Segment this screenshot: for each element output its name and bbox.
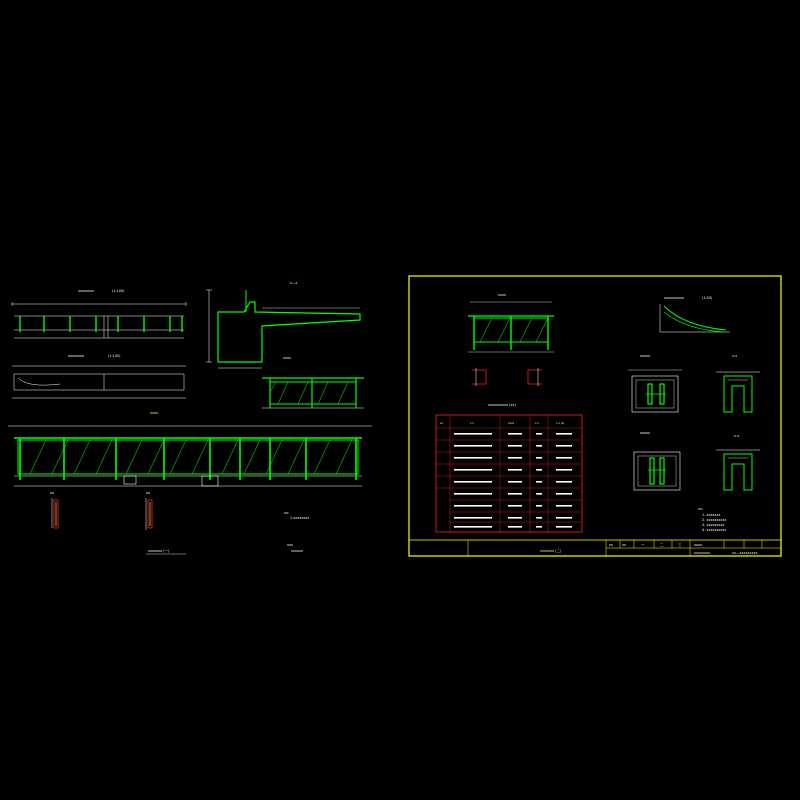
section-b-title: xxxxx [640,431,650,435]
left-sheet: xxxxxxxx (1:100) xxxxxxxx (1:100) [8,281,372,555]
elevation-view [11,302,187,339]
detail-view-title: xxxx [283,356,291,360]
curve-view-scale: (1:50) [702,296,713,300]
right-notes: xx: 1. xxxxxxx 2. xxxxxxxxxx 3. xxxxxxxx… [698,507,726,532]
table-header-4: x x (x) [556,421,564,425]
right-elevation [468,301,554,353]
table-title: xxxxxxxxxx (xx) [488,403,516,407]
title-cell-4: 三 [678,543,682,547]
elevation-view-scale: (1:100) [112,289,125,293]
left-note-text: 1.xxxxxxxx [290,516,309,520]
elevation-view-title: xxxxxxxx [78,289,94,293]
section-a-title: x-x [732,354,737,358]
right-sheet-frame [408,275,782,557]
curve-view-title: xxxxxxxxxx [664,296,684,300]
left-sheet-title: xxxxxxx (一) [148,549,170,553]
red-section-right [527,368,542,386]
plan-view-title: xxxxxxxx [68,354,84,358]
section-c [716,449,760,491]
section-c-title: x-x [734,434,739,438]
right-note-3: 3. xxxxxxxxx [702,523,724,527]
project-name: xxxxxxxx [694,551,710,555]
detail-panel [262,377,364,409]
right-sheet: xxxx xxxxxxxxxx (xx) [408,275,782,557]
curve-view [659,304,730,333]
cantilever-section: x—x [206,281,361,369]
red-section-left [472,368,487,386]
right-note-2: 2. xxxxxxxxxx [702,518,726,522]
drawing-title: xxxxxxx (二) [540,549,562,553]
title-cell-5: xxxx [694,543,702,547]
title-cell-1: xx [622,543,626,547]
drawing-name: xx—xxxxxxxxx [732,551,757,555]
right-note-0: xx: [698,507,703,511]
title-block: xx xx 一 二 三 xxxx xxxxxxx (二) xxxxxxxx xx… [409,539,781,556]
section-a [716,371,760,413]
detail-b: xx [145,491,153,530]
left-sheet-number: xxxxxx [291,549,303,553]
title-cell-3: 二 [660,543,664,547]
table-header-3: x x [535,422,539,425]
plan-section-title: xxxxx [640,354,650,358]
table-header-1: x x [470,422,474,425]
detail-b-title: xx [146,491,150,495]
title-cell-0: xx [609,543,613,547]
plan-view-scale: (1:100) [108,354,121,358]
plan-section [628,369,682,413]
quantity-table: xx x x xxxx x x x x (x) [435,414,583,533]
section-title: x—x [290,281,297,285]
table-header-2: xxxx [508,422,515,425]
main-view-title: xxxx [150,411,158,415]
main-elevation [8,425,372,487]
detail-a-title: xx [50,491,54,495]
right-note-1: 1. xxxxxxx [702,513,720,517]
right-note-4: 4. xxxxxxxxxx [702,528,726,532]
elevation-posts [19,316,183,332]
title-cell-2: 一 [641,543,645,547]
left-note-title: xx: [284,511,289,515]
section-b [633,451,681,491]
left-sheet-label: xxx [287,543,293,547]
table-header-0: xx [440,422,444,425]
plan-view [12,365,186,399]
right-elevation-title: xxxx [498,293,506,297]
detail-a: xx [50,491,59,529]
